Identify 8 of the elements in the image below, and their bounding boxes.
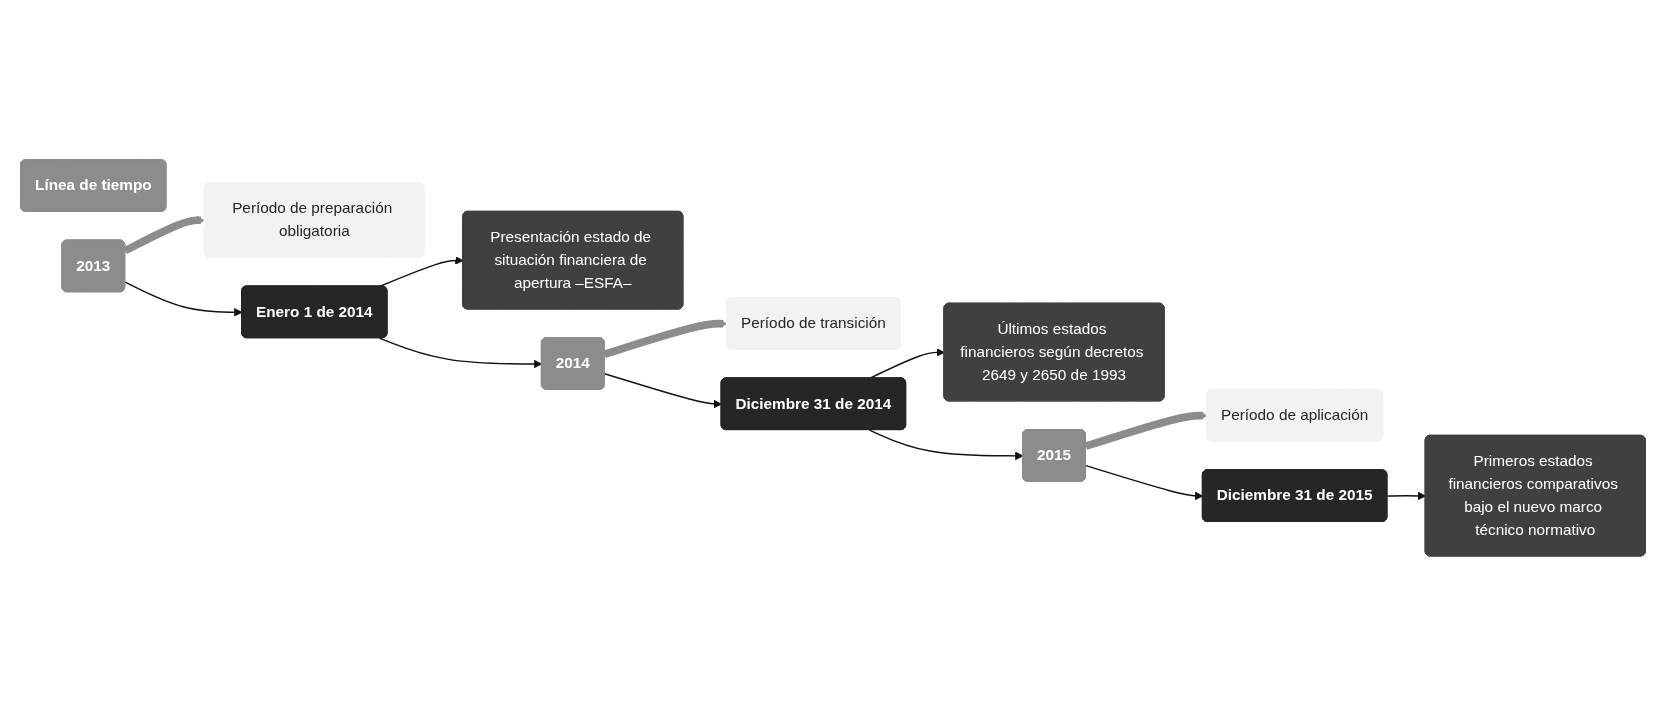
arrow — [378, 337, 542, 368]
arrow — [603, 372, 722, 408]
arrow — [868, 429, 1023, 460]
arrow — [602, 319, 728, 358]
arrow — [1386, 491, 1426, 500]
arrow — [123, 281, 242, 317]
arrow — [1084, 411, 1207, 450]
arrow — [1084, 464, 1203, 500]
